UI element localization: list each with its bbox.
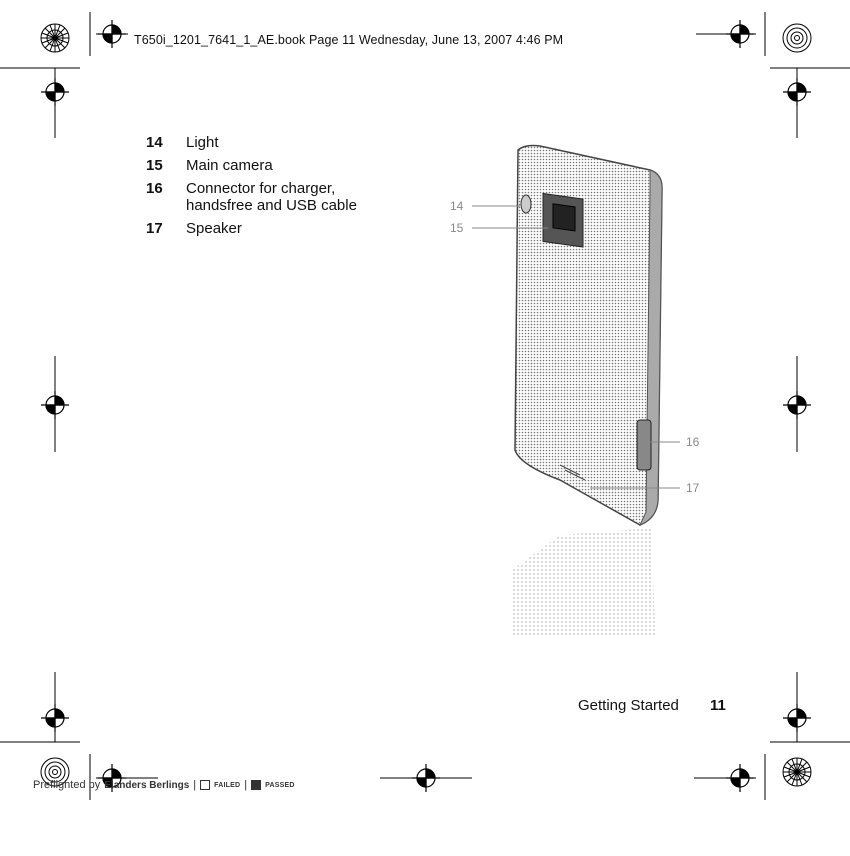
legend-number: 17 <box>146 220 186 237</box>
separator: | <box>193 779 196 791</box>
light <box>521 195 531 213</box>
failed-label: FAILED <box>214 782 240 789</box>
callout-15: 15 <box>450 221 463 235</box>
legend-number: 16 <box>146 180 186 214</box>
legend-label: Main camera <box>186 157 406 174</box>
camera-lens <box>553 204 575 231</box>
passed-checkbox <box>251 780 261 790</box>
legend-number: 14 <box>146 134 186 151</box>
callout-14: 14 <box>450 199 463 213</box>
preflight-prefix: Preflighted by <box>33 779 100 791</box>
passed-label: PASSED <box>265 782 294 789</box>
callout-17: 17 <box>686 481 699 495</box>
legend-item-14: 14 Light <box>146 134 406 151</box>
page-number: 11 <box>710 697 726 714</box>
legend-label: Light <box>186 134 406 151</box>
legend-label: Speaker <box>186 220 406 237</box>
connector <box>637 420 651 470</box>
callout-16: 16 <box>686 435 699 449</box>
legend-number: 15 <box>146 157 186 174</box>
phone-reflection <box>512 528 655 635</box>
legend-item-17: 17 Speaker <box>146 220 406 237</box>
section-title: Getting Started <box>578 697 679 714</box>
component-legend: 14 Light 15 Main camera 16 Connector for… <box>146 134 406 243</box>
failed-checkbox <box>200 780 210 790</box>
legend-item-15: 15 Main camera <box>146 157 406 174</box>
preflight-brand: Elanders Berlings <box>104 780 189 791</box>
preflight-stamp: Preflighted by Elanders Berlings | FAILE… <box>33 779 295 791</box>
legend-label: Connector for charger, handsfree and USB… <box>186 180 406 214</box>
legend-item-16: 16 Connector for charger, handsfree and … <box>146 180 406 214</box>
phone-back-illustration <box>440 140 720 640</box>
separator: | <box>244 779 247 791</box>
